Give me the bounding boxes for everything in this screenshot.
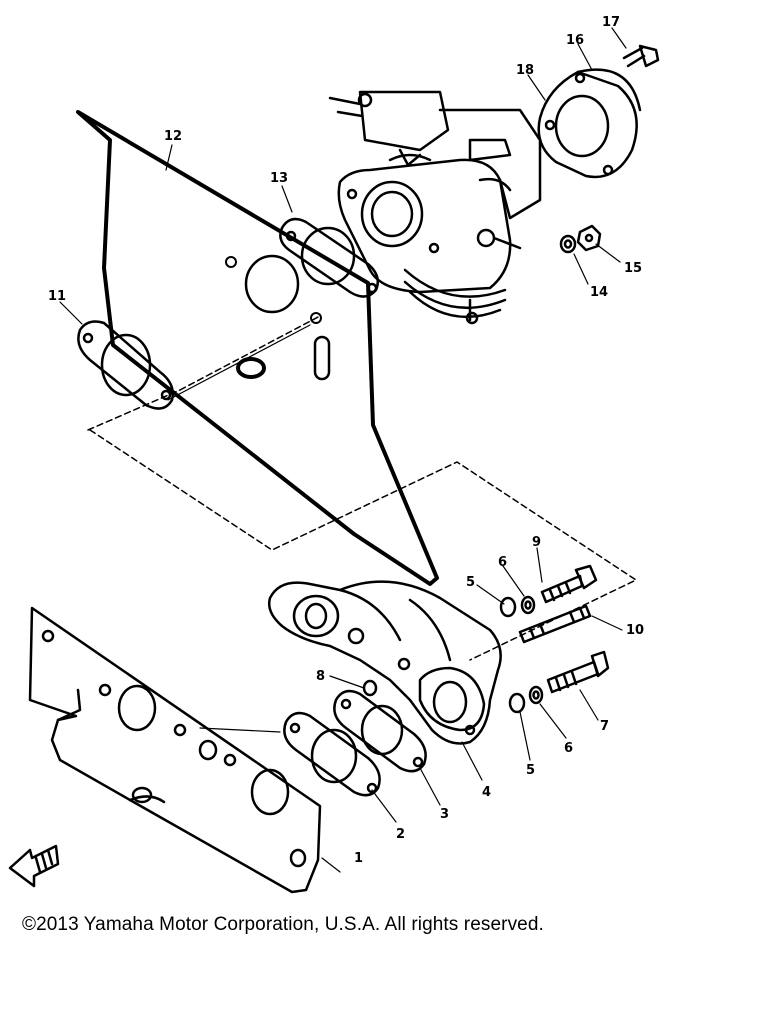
part-13-gasket [279, 217, 379, 298]
part-8-dowel [362, 679, 378, 697]
callout-10: 10 [626, 623, 644, 638]
callout-6-upper: 6 [498, 555, 507, 570]
callout-4: 4 [482, 785, 491, 800]
part-6-washer-lower [528, 685, 544, 705]
part-10-stud [518, 604, 592, 644]
callout-3: 3 [440, 807, 449, 822]
part-14-washer [559, 234, 577, 254]
part-1-heat-shield [28, 606, 322, 894]
callout-5-upper: 5 [466, 575, 475, 590]
copyright-notice: ©2013 Yamaha Motor Corporation, U.S.A. A… [22, 914, 544, 935]
leader-lines [59, 27, 627, 873]
callout-14: 14 [590, 285, 608, 300]
part-6-washer-upper [520, 595, 536, 615]
callout-11: 11 [48, 289, 66, 304]
callout-18: 18 [516, 63, 534, 78]
callout-6-lower: 6 [564, 741, 573, 756]
callout-8-lower: 8 [316, 669, 325, 684]
part-18-flange [537, 68, 642, 179]
callout-labels: 17 16 18 12 13 11 15 14 9 6 5 10 8 7 6 5… [48, 15, 644, 866]
callout-5-lower: 5 [526, 763, 535, 778]
part-5-washer-upper [499, 596, 517, 618]
carburetor-assembly [328, 90, 542, 325]
callout-1: 1 [354, 851, 363, 866]
callout-2: 2 [396, 827, 405, 842]
callout-15: 15 [624, 261, 642, 276]
exhaust-manifold [268, 580, 502, 745]
guide-plane [87, 315, 637, 661]
callout-17: 17 [602, 15, 620, 30]
part-17-bolt [622, 44, 660, 68]
part-9-bolt [540, 564, 598, 604]
part-2-gasket [283, 711, 381, 797]
part-12-heat-shield [76, 110, 439, 586]
callout-9: 9 [532, 535, 541, 550]
exploded-parts-diagram: 17 16 18 12 13 11 15 14 9 6 5 10 8 7 6 5… [8, 15, 660, 894]
front-arrow-icon [8, 844, 60, 888]
callout-13: 13 [270, 171, 288, 186]
part-11-gasket [77, 320, 174, 410]
callout-12: 12 [164, 129, 182, 144]
callout-16: 16 [566, 33, 584, 48]
callout-7: 7 [600, 719, 609, 734]
part-5-washer-lower [508, 692, 526, 714]
part-7-bolt [546, 650, 610, 694]
part-15-nut [576, 224, 602, 252]
part-3-gasket [333, 689, 427, 773]
